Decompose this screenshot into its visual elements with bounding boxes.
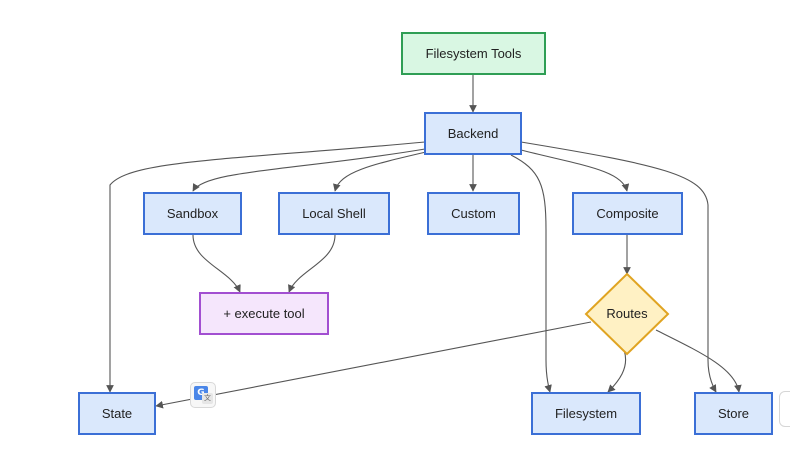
node-local-shell-label: Local Shell [302,206,366,221]
edge-routes-to-filesystem [607,349,626,393]
node-sandbox-label: Sandbox [167,206,219,221]
node-filesystem-label: Filesystem [555,406,617,421]
edge-backend-to-composite [520,149,630,192]
edge-backend-to-filesystem [510,154,552,393]
node-custom-label: Custom [451,206,496,221]
node-custom: Custom [427,192,520,235]
edge-backend-to-local-shell [333,151,427,192]
node-execute-tool: + execute tool [199,292,329,335]
node-execute-tool-label: + execute tool [223,306,304,321]
node-local-shell: Local Shell [278,192,390,235]
edge-backend-to-store [520,141,717,393]
node-state: State [78,392,156,435]
node-filesystem: Filesystem [531,392,641,435]
node-backend-label: Backend [448,126,499,141]
node-backend: Backend [424,112,522,155]
node-composite: Composite [572,192,683,235]
node-store-label: Store [718,406,749,421]
edge-backend-to-state [106,141,426,393]
edge-sandbox-to-execute-tool [192,234,241,293]
translate-icon[interactable]: G 文 [190,382,216,408]
edge-local-shell-to-execute-tool [288,234,336,293]
edge-backend-to-sandbox [192,148,426,192]
node-state-label: State [102,406,132,421]
edge-routes-to-state [155,321,592,409]
node-filesystem-tools-label: Filesystem Tools [426,46,522,61]
node-composite-label: Composite [596,206,658,221]
node-routes-label: Routes [606,306,648,321]
node-sandbox: Sandbox [143,192,242,235]
edges-layer [106,75,742,409]
node-filesystem-tools: Filesystem Tools [401,32,546,75]
edge-routes-to-store [655,329,742,393]
node-routes: Routes [584,272,670,356]
nodes-layer: Filesystem Tools Backend Sandbox Local S… [78,32,773,435]
node-store: Store [694,392,773,435]
side-panel-handle[interactable] [779,391,790,427]
translate-icon-a: 文 [202,393,213,404]
